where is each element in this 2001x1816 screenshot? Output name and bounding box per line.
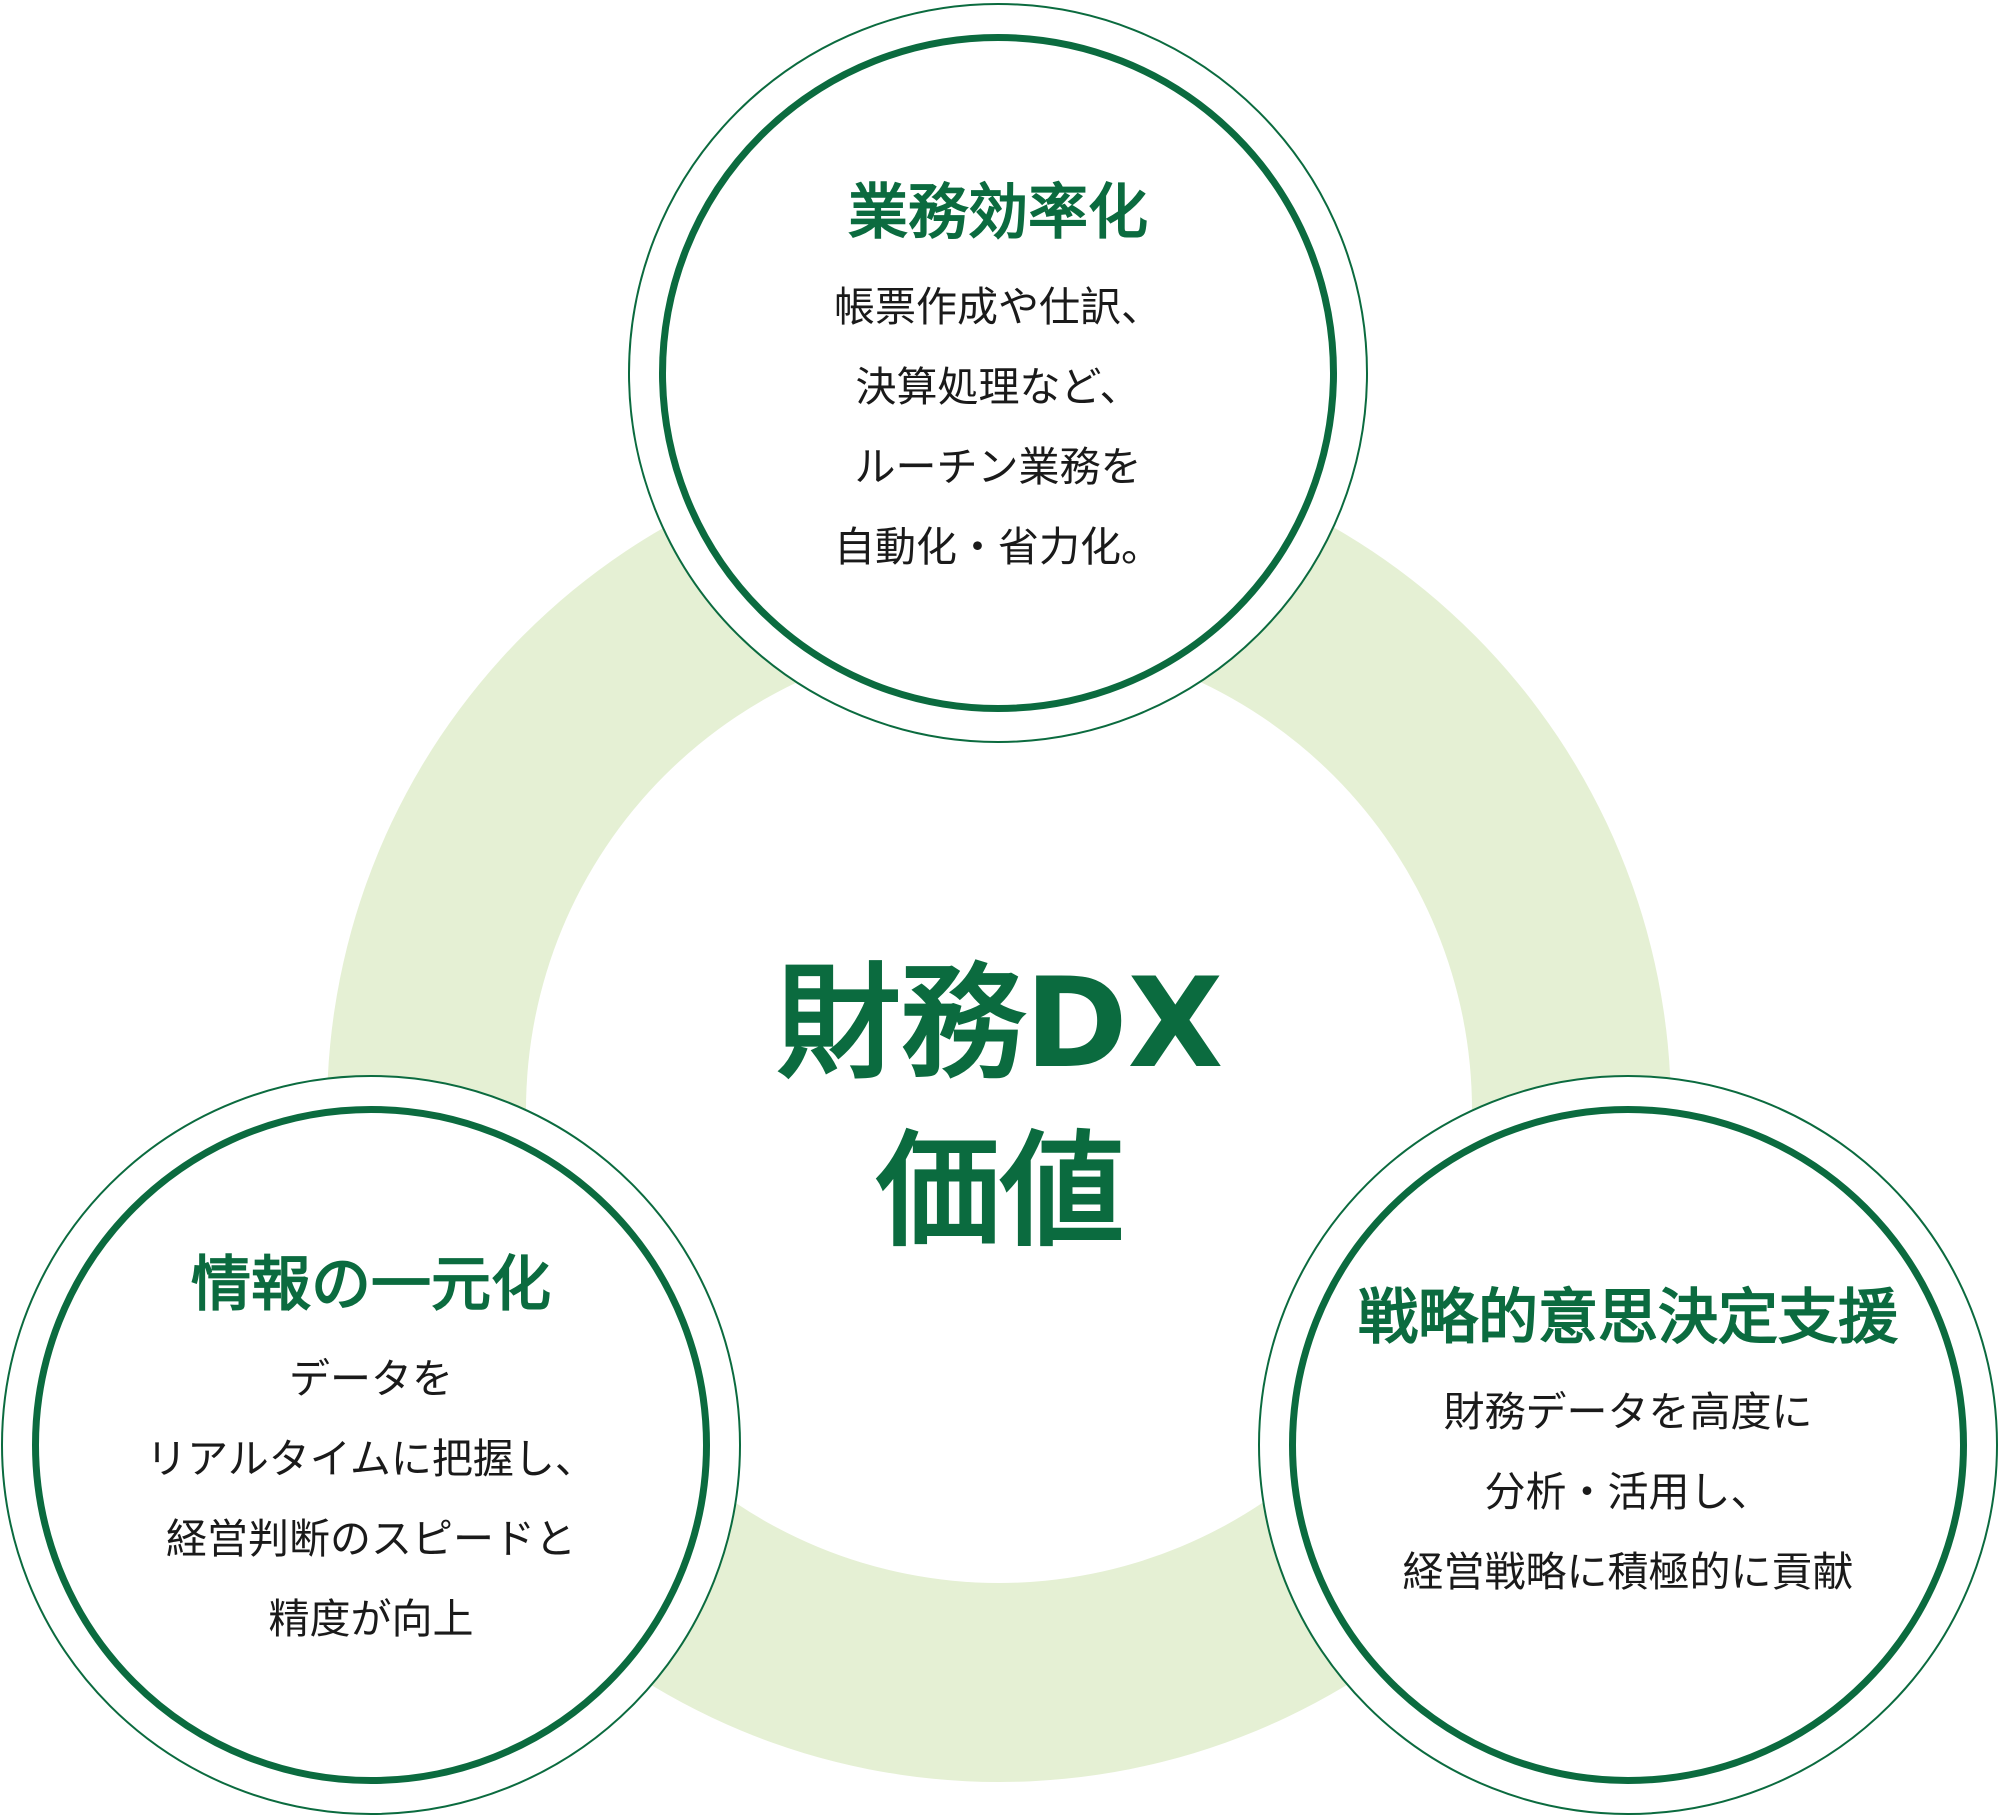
node-title: 情報の一元化 <box>191 1250 551 1320</box>
node-title: 業務効率化 <box>848 178 1148 248</box>
body-line: 精度が向上 <box>268 1595 474 1643</box>
body-line: ルーチン業務を <box>854 443 1142 491</box>
body-line: 財務データを高度に <box>1443 1388 1813 1436</box>
center-title: 財務DX <box>776 952 1224 1096</box>
inner-circle <box>659 34 1337 712</box>
node-efficiency: 業務効率化 帳票作成や仕訳、 決算処理など、 ルーチン業務を 自動化・省力化。 <box>628 3 1368 743</box>
center-label: 財務DX 価値 <box>600 940 1400 1276</box>
inner-circle <box>1289 1106 1967 1784</box>
node-body: データを リアルタイムに把握し、 経営判断のスピードと 精度が向上 <box>61 1339 681 1659</box>
node-integration: 情報の一元化 データを リアルタイムに把握し、 経営判断のスピードと 精度が向上 <box>1 1075 741 1815</box>
node-title: 戦略的意思決定支援 <box>1358 1283 1898 1353</box>
center-subtitle: 価値 <box>875 1120 1124 1264</box>
node-strategy: 戦略的意思決定支援 財務データを高度に 分析・活用し、 経営戦略に積極的に貢献 <box>1258 1075 1998 1815</box>
body-line: 自動化・省力化。 <box>834 523 1162 571</box>
body-line: 帳票作成や仕訳、 <box>834 283 1162 331</box>
body-line: 経営判断のスピードと <box>166 1515 576 1563</box>
node-body: 帳票作成や仕訳、 決算処理など、 ルーチン業務を 自動化・省力化。 <box>688 267 1308 587</box>
body-line: リアルタイムに把握し、 <box>146 1435 596 1483</box>
body-line: データを <box>289 1355 453 1403</box>
body-line: 決算処理など、 <box>855 363 1141 411</box>
body-line: 経営戦略に積極的に貢献 <box>1402 1548 1854 1596</box>
body-line: 分析・活用し、 <box>1484 1468 1772 1516</box>
node-body: 財務データを高度に 分析・活用し、 経営戦略に積極的に貢献 <box>1278 1372 1978 1612</box>
inner-circle <box>32 1106 710 1784</box>
